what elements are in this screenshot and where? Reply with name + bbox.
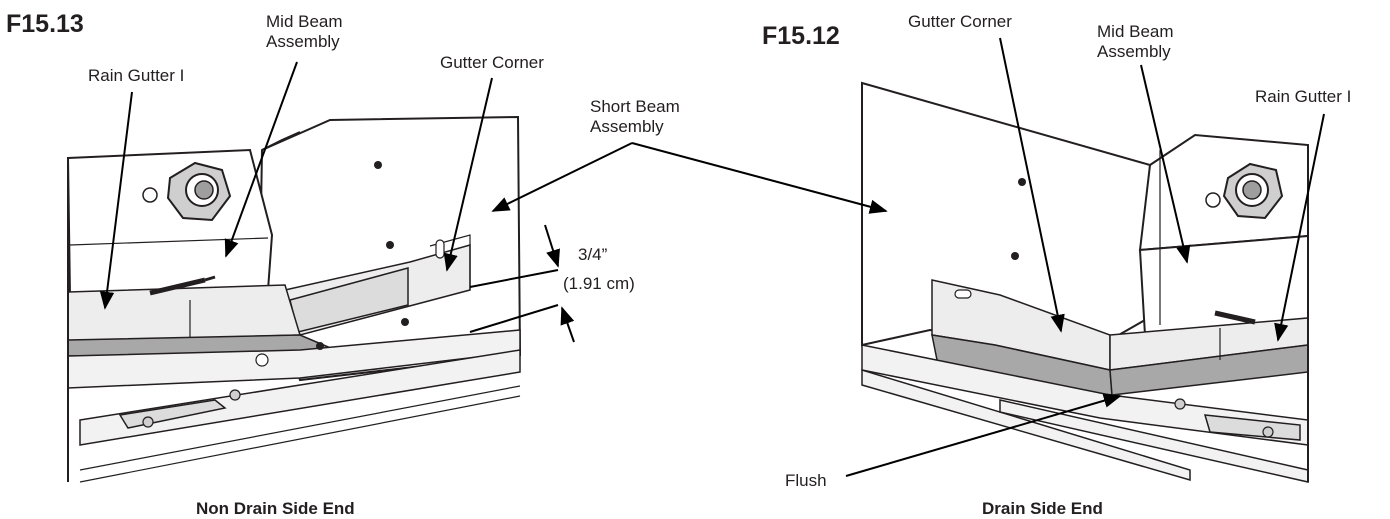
left-gutter-corner-label: Gutter Corner (440, 53, 544, 72)
left-figure-id: F15.13 (6, 10, 84, 38)
leader-left-mid-beam (224, 61, 298, 258)
shared-leaders (491, 142, 888, 214)
short-beam-label-1: Short Beam (590, 97, 680, 116)
left-caption: Non Drain Side End (196, 499, 355, 518)
right-leaders (845, 37, 1325, 477)
dimension-line-top (469, 269, 559, 288)
right-figure-drawing (861, 81, 1309, 483)
dimension-line-bottom (469, 304, 559, 333)
right-figure-id: F15.12 (762, 22, 840, 50)
leader-right-gutter-corner (999, 37, 1065, 333)
left-leaders (99, 61, 575, 343)
left-rain-gutter-label: Rain Gutter I (88, 66, 184, 85)
left-mid-beam-label-2: Assembly (266, 32, 340, 51)
leader-left-rain-gutter (99, 91, 133, 310)
flush-label: Flush (785, 471, 827, 490)
short-beam-label-2: Assembly (590, 117, 664, 136)
right-mid-beam-label-2: Assembly (1097, 42, 1171, 61)
leader-short-beam-left (491, 142, 633, 212)
right-mid-beam-label-1: Mid Beam (1097, 22, 1174, 41)
leader-left-gutter-corner (443, 77, 493, 272)
left-mid-beam-box (66, 148, 274, 298)
left-rain-gutter (67, 284, 301, 343)
right-rain-gutter-label: Rain Gutter I (1255, 87, 1351, 106)
dimension-arrow-top (544, 224, 560, 268)
left-figure-drawing (66, 115, 522, 483)
right-caption: Drain Side End (982, 499, 1103, 518)
leader-short-beam-right (631, 142, 888, 214)
right-gutter-corner-label: Gutter Corner (908, 12, 1012, 31)
right-cap-nut (1205, 162, 1284, 220)
leader-right-mid-beam (1140, 64, 1191, 264)
dimension-arrow-bottom (560, 306, 575, 343)
leader-flush (845, 393, 1122, 477)
leader-right-rain-gutter (1274, 113, 1325, 342)
dimension-imperial: 3/4” (578, 245, 608, 264)
left-mid-beam-label-1: Mid Beam (266, 12, 343, 31)
dimension-metric: (1.91 cm) (563, 274, 635, 293)
left-cap-nut (142, 161, 232, 222)
